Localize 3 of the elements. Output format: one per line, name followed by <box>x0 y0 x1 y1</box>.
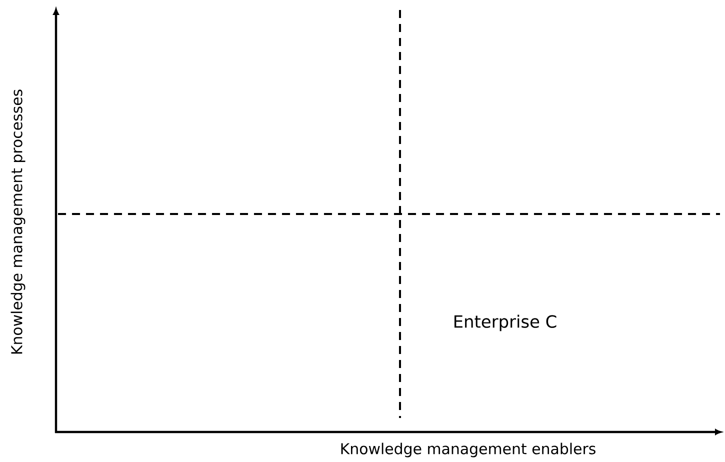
quadrant-label: Enterprise C <box>454 314 556 332</box>
axis-label: Knowledge management processes <box>10 90 26 354</box>
axis-label: Knowledge management enablers <box>341 442 596 458</box>
